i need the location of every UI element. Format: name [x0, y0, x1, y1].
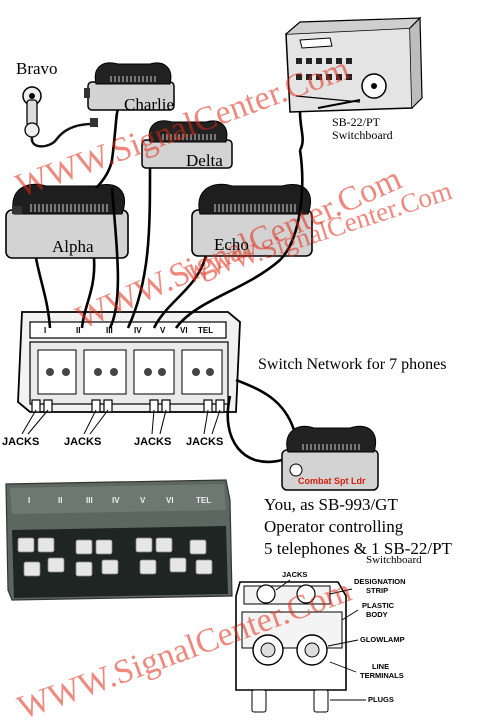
sb22-label: SB-22/PT Switchboard — [332, 115, 393, 143]
strip-label-7: TEL — [198, 326, 214, 335]
callout-jacks: JACKS — [282, 570, 308, 579]
switch-case-photo — [5, 479, 233, 601]
delta-phone — [141, 120, 233, 169]
alpha-label: Alpha — [52, 237, 94, 256]
strip-label-1: I — [44, 326, 47, 335]
operator-line1: You, as SB-993/GT — [264, 495, 398, 514]
strip-label-6: VI — [180, 326, 188, 335]
operator-line2: Operator controlling — [264, 517, 404, 537]
operator-phone-caption: Combat Spt Ldr — [298, 476, 366, 486]
jacks-label-1: JACKS — [2, 436, 40, 448]
case-label-7: TEL — [196, 496, 212, 505]
sb22-label-line1: SB-22/PT — [332, 115, 381, 129]
echo-label: Echo — [214, 235, 249, 254]
callout-designation: DESIGNATION — [354, 577, 406, 586]
case-label-5: V — [140, 496, 146, 505]
callout-line: LINE — [372, 662, 390, 671]
bravo-handset — [22, 86, 98, 148]
wire-bundle — [34, 109, 304, 464]
case-label-2: II — [58, 496, 63, 505]
callout-body: BODY — [366, 610, 388, 619]
case-label-1: I — [28, 496, 31, 505]
echo-phone — [191, 183, 313, 257]
jacks-label-4: JACKS — [186, 436, 224, 448]
operator-line3: 5 telephones & 1 SB-22/PT — [264, 539, 452, 559]
strip-label-2: II — [76, 326, 81, 335]
jacks-label-3: JACKS — [134, 436, 172, 448]
bravo-label: Bravo — [16, 59, 58, 78]
switch-network-unit — [17, 311, 241, 435]
jacks-label-2: JACKS — [64, 436, 102, 448]
callout-terminals: TERMINALS — [360, 671, 404, 680]
strip-label-5: V — [160, 326, 166, 335]
operator-line3-sub: Switchboard — [366, 554, 422, 566]
strip-label-4: IV — [134, 326, 142, 335]
case-label-4: IV — [112, 496, 120, 505]
callout-strip: STRIP — [366, 586, 389, 595]
callout-plugs: PLUGS — [368, 695, 394, 704]
sb22-switchboard — [285, 16, 423, 113]
line-pack-detail — [235, 579, 366, 713]
charlie-label: Charlie — [124, 95, 175, 114]
operator-text: You, as SB-993/GT Operator controlling 5… — [264, 494, 452, 560]
sb22-label-line2: Switchboard — [332, 128, 393, 143]
network-title: Switch Network for 7 phones — [258, 356, 447, 373]
operator-phone — [281, 425, 379, 491]
alpha-phone — [5, 183, 129, 259]
callout-plastic: PLASTIC — [362, 601, 395, 610]
delta-label: Delta — [186, 151, 223, 170]
charlie-phone — [84, 62, 175, 111]
strip-label-3: III — [106, 326, 113, 335]
callout-glowlamp: GLOWLAMP — [360, 635, 405, 644]
case-label-6: VI — [166, 496, 174, 505]
case-label-3: III — [86, 496, 93, 505]
